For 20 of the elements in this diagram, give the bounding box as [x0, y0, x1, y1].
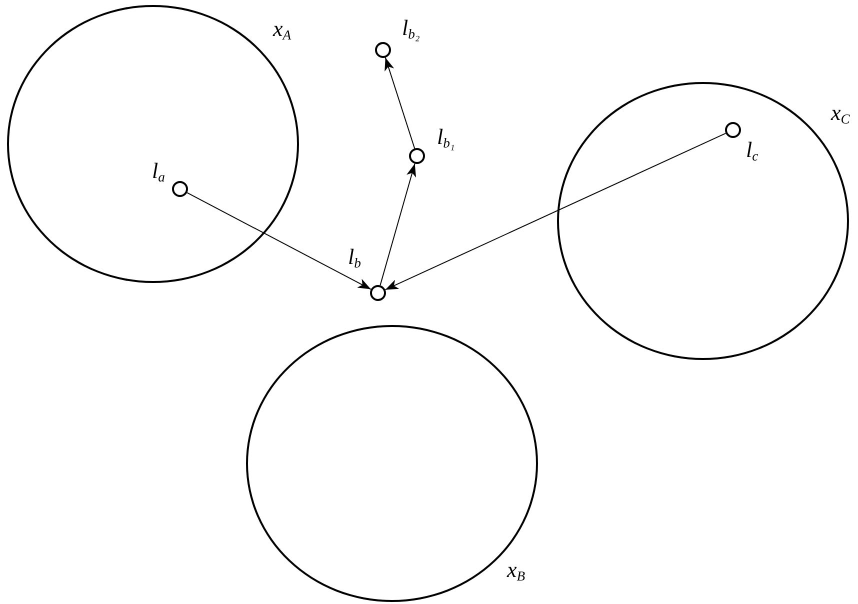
point-label: l$_{b₁}$: [437, 126, 455, 148]
point-circle: [725, 122, 741, 138]
arrow: [186, 192, 372, 290]
arrow: [380, 163, 416, 286]
point-circle: [172, 181, 188, 197]
point-circle: [409, 148, 425, 164]
point-circle: [370, 285, 386, 301]
point-label: l$_{b₂}$: [402, 17, 420, 39]
region-ellipse: [7, 5, 299, 283]
region-label: x$_{B}$: [507, 559, 526, 581]
arrow: [384, 57, 416, 149]
point-circle: [375, 42, 391, 58]
point-label: l$_{a}$: [152, 160, 165, 182]
region-label: x$_{A}$: [273, 18, 292, 40]
region-ellipse: [557, 82, 849, 360]
region-label: x$_{C}$: [831, 102, 850, 124]
point-label: l$_{c}$: [746, 139, 758, 161]
region-ellipse: [246, 325, 538, 602]
point-label: l$_{b}$: [348, 246, 361, 268]
arrow: [384, 132, 726, 290]
